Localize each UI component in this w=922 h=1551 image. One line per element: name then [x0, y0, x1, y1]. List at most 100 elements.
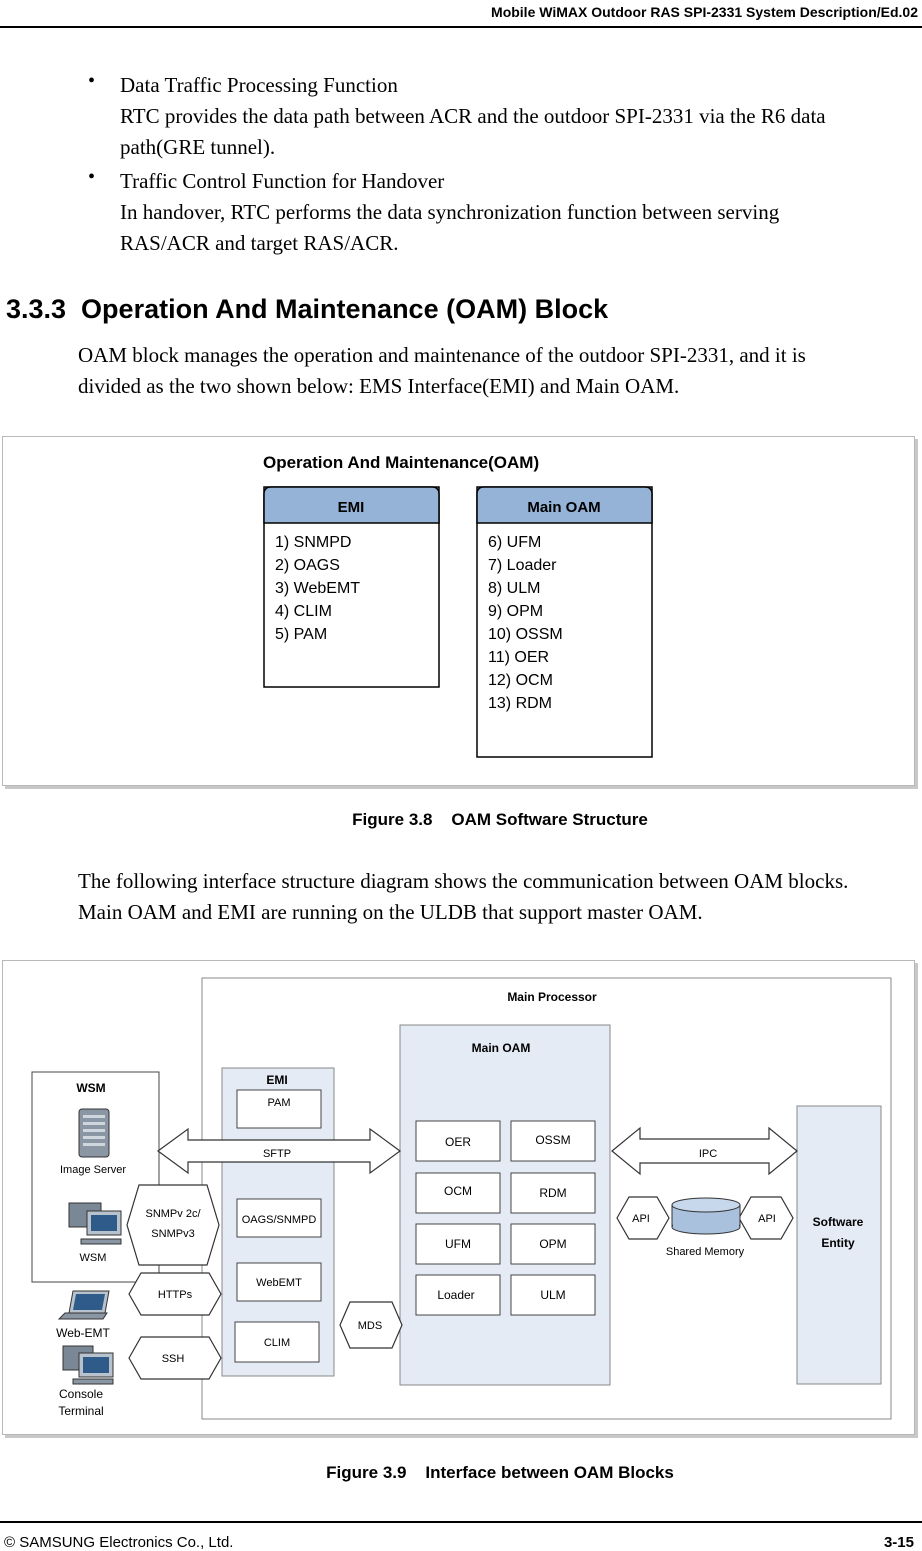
ssh-arrow	[128, 1336, 222, 1380]
figure-3-8-frame: Operation And Maintenance(OAM) EMI 1) SN…	[2, 436, 915, 786]
ocm-block	[415, 1172, 501, 1214]
api-label-right: API	[758, 1213, 776, 1225]
footer-rule	[0, 1521, 922, 1523]
main-oam-box: Main OAM 6) UFM 7) Loader 8) ULM 9) OPM …	[476, 486, 653, 758]
web-emt-label: Web-EMT	[56, 1326, 110, 1340]
ossm-label: OSSM	[535, 1133, 570, 1147]
webemt-label: WebEMT	[256, 1277, 302, 1289]
main-oam-item: 9) OPM	[488, 603, 543, 620]
main-oam-item: 11) OER	[488, 649, 549, 666]
sftp-arrow	[156, 1127, 402, 1175]
webemt-block	[236, 1262, 322, 1302]
sftp-label: SFTP	[263, 1148, 291, 1160]
bullet-text-line: In handover, RTC performs the data synch…	[120, 200, 780, 224]
server-icon	[78, 1108, 110, 1158]
main-oam-item: 8) ULM	[488, 580, 540, 597]
ulm-block	[510, 1274, 596, 1316]
ufm-label: UFM	[445, 1237, 471, 1251]
paragraph-line: Main OAM and EMI are running on the ULDB…	[78, 900, 703, 924]
opm-label: OPM	[539, 1237, 566, 1251]
terminal-label: Terminal	[58, 1404, 103, 1418]
main-processor-label: Main Processor	[507, 990, 597, 1004]
oags-snmpd-label: OAGS/SNMPD	[242, 1214, 317, 1226]
main-oam-item: 10) OSSM	[488, 626, 563, 643]
oam-interface-diagram: Main Processor Main OAM EMI PAM OAGS/SNM…	[31, 977, 892, 1420]
bullet-text-line: RAS/ACR and target RAS/ACR.	[120, 231, 399, 255]
snmp-arrow	[126, 1184, 220, 1266]
footer-copyright: © SAMSUNG Electronics Co., Ltd.	[4, 1534, 234, 1551]
ufm-block	[415, 1223, 501, 1265]
intro-line: divided as the two shown below: EMS Inte…	[78, 374, 680, 398]
emi-item: 1) SNMPD	[275, 534, 351, 551]
console-label: Console	[59, 1387, 103, 1401]
https-label: HTTPs	[158, 1289, 193, 1301]
emi-header-bg	[263, 486, 440, 524]
pam-block	[236, 1089, 322, 1129]
bullet-title: Data Traffic Processing Function	[120, 73, 398, 97]
main-oam-item: 13) RDM	[488, 695, 552, 712]
shared-memory-label: Shared Memory	[666, 1246, 745, 1258]
emi-header: EMI	[338, 499, 365, 516]
opm-block	[510, 1223, 596, 1265]
software-entity-label: Software	[813, 1215, 864, 1229]
oam-structure-diagram: Operation And Maintenance(OAM) EMI 1) SN…	[263, 453, 653, 758]
paragraph-line: The following interface structure diagra…	[78, 869, 849, 893]
bullet-text-line: RTC provides the data path between ACR a…	[120, 104, 826, 128]
snmp-label-line2: SNMPv3	[151, 1228, 194, 1240]
software-entity-box	[796, 1105, 882, 1385]
main-oam-item: 7) Loader	[488, 557, 557, 574]
main-oam-header-bg	[476, 486, 653, 524]
oags-snmpd-block	[236, 1198, 322, 1238]
clim-label: CLIM	[264, 1337, 290, 1349]
main-oam-header: Main OAM	[527, 499, 600, 516]
main-oam-label: Main OAM	[472, 1041, 531, 1055]
image-server-label: Image Server	[60, 1164, 126, 1176]
bullet-marker: •	[88, 70, 96, 92]
figure-3-9-frame: Main Processor Main OAM EMI PAM OAGS/SNM…	[2, 960, 915, 1435]
rdm-block	[510, 1172, 596, 1214]
mds-arrow	[339, 1301, 403, 1349]
wsm-label: WSM	[80, 1252, 107, 1264]
oer-label: OER	[445, 1135, 471, 1149]
bullet-marker: •	[88, 166, 96, 188]
api-arrow-left	[616, 1196, 670, 1240]
api-label-left: API	[632, 1213, 650, 1225]
oam-structure-title: Operation And Maintenance(OAM)	[263, 453, 539, 472]
emi-box: EMI 1) SNMPD 2) OAGS 3) WebEMT 4) CLIM 5…	[263, 486, 440, 688]
main-oam-box-frame	[476, 486, 653, 758]
oer-block	[415, 1120, 501, 1162]
snmp-label-line1: SNMPv 2c/	[145, 1208, 201, 1220]
api-arrow-right	[738, 1196, 794, 1240]
software-entity-label: Entity	[821, 1236, 855, 1250]
main-oam-item: 6) UFM	[488, 534, 541, 551]
desktop-computer-icon	[68, 1202, 122, 1245]
ipc-arrow	[611, 1126, 798, 1176]
main-oam-item: 12) OCM	[488, 672, 553, 689]
header-rule	[0, 26, 922, 28]
pam-label: PAM	[267, 1097, 290, 1109]
wsm-group-label: WSM	[76, 1081, 105, 1095]
emi-item: 3) WebEMT	[275, 580, 360, 597]
emi-label: EMI	[266, 1073, 287, 1087]
figure-3-8-caption: Figure 3.8 OAM Software Structure	[352, 810, 648, 829]
emi-item: 2) OAGS	[275, 557, 340, 574]
ossm-block	[510, 1120, 596, 1162]
ssh-label: SSH	[162, 1353, 185, 1365]
page-number: 3-15	[883, 1534, 914, 1551]
figure-3-9-caption: Figure 3.9 Interface between OAM Blocks	[326, 1463, 674, 1482]
https-arrow	[128, 1272, 222, 1316]
section-heading: 3.3.3 Operation And Maintenance (OAM) Bl…	[6, 294, 609, 324]
laptop-icon	[57, 1290, 110, 1320]
bullet-title: Traffic Control Function for Handover	[120, 169, 445, 193]
emi-item: 5) PAM	[275, 626, 327, 643]
ipc-label: IPC	[699, 1148, 717, 1160]
clim-block	[234, 1321, 320, 1363]
rdm-label: RDM	[539, 1186, 566, 1200]
running-header: Mobile WiMAX Outdoor RAS SPI-2331 System…	[491, 4, 918, 20]
bullet-text-line: path(GRE tunnel).	[120, 135, 276, 159]
emi-item: 4) CLIM	[275, 603, 332, 620]
mds-label: MDS	[358, 1320, 382, 1332]
console-computer-icon	[62, 1345, 114, 1385]
ulm-label: ULM	[540, 1288, 565, 1302]
loader-label: Loader	[437, 1288, 474, 1302]
